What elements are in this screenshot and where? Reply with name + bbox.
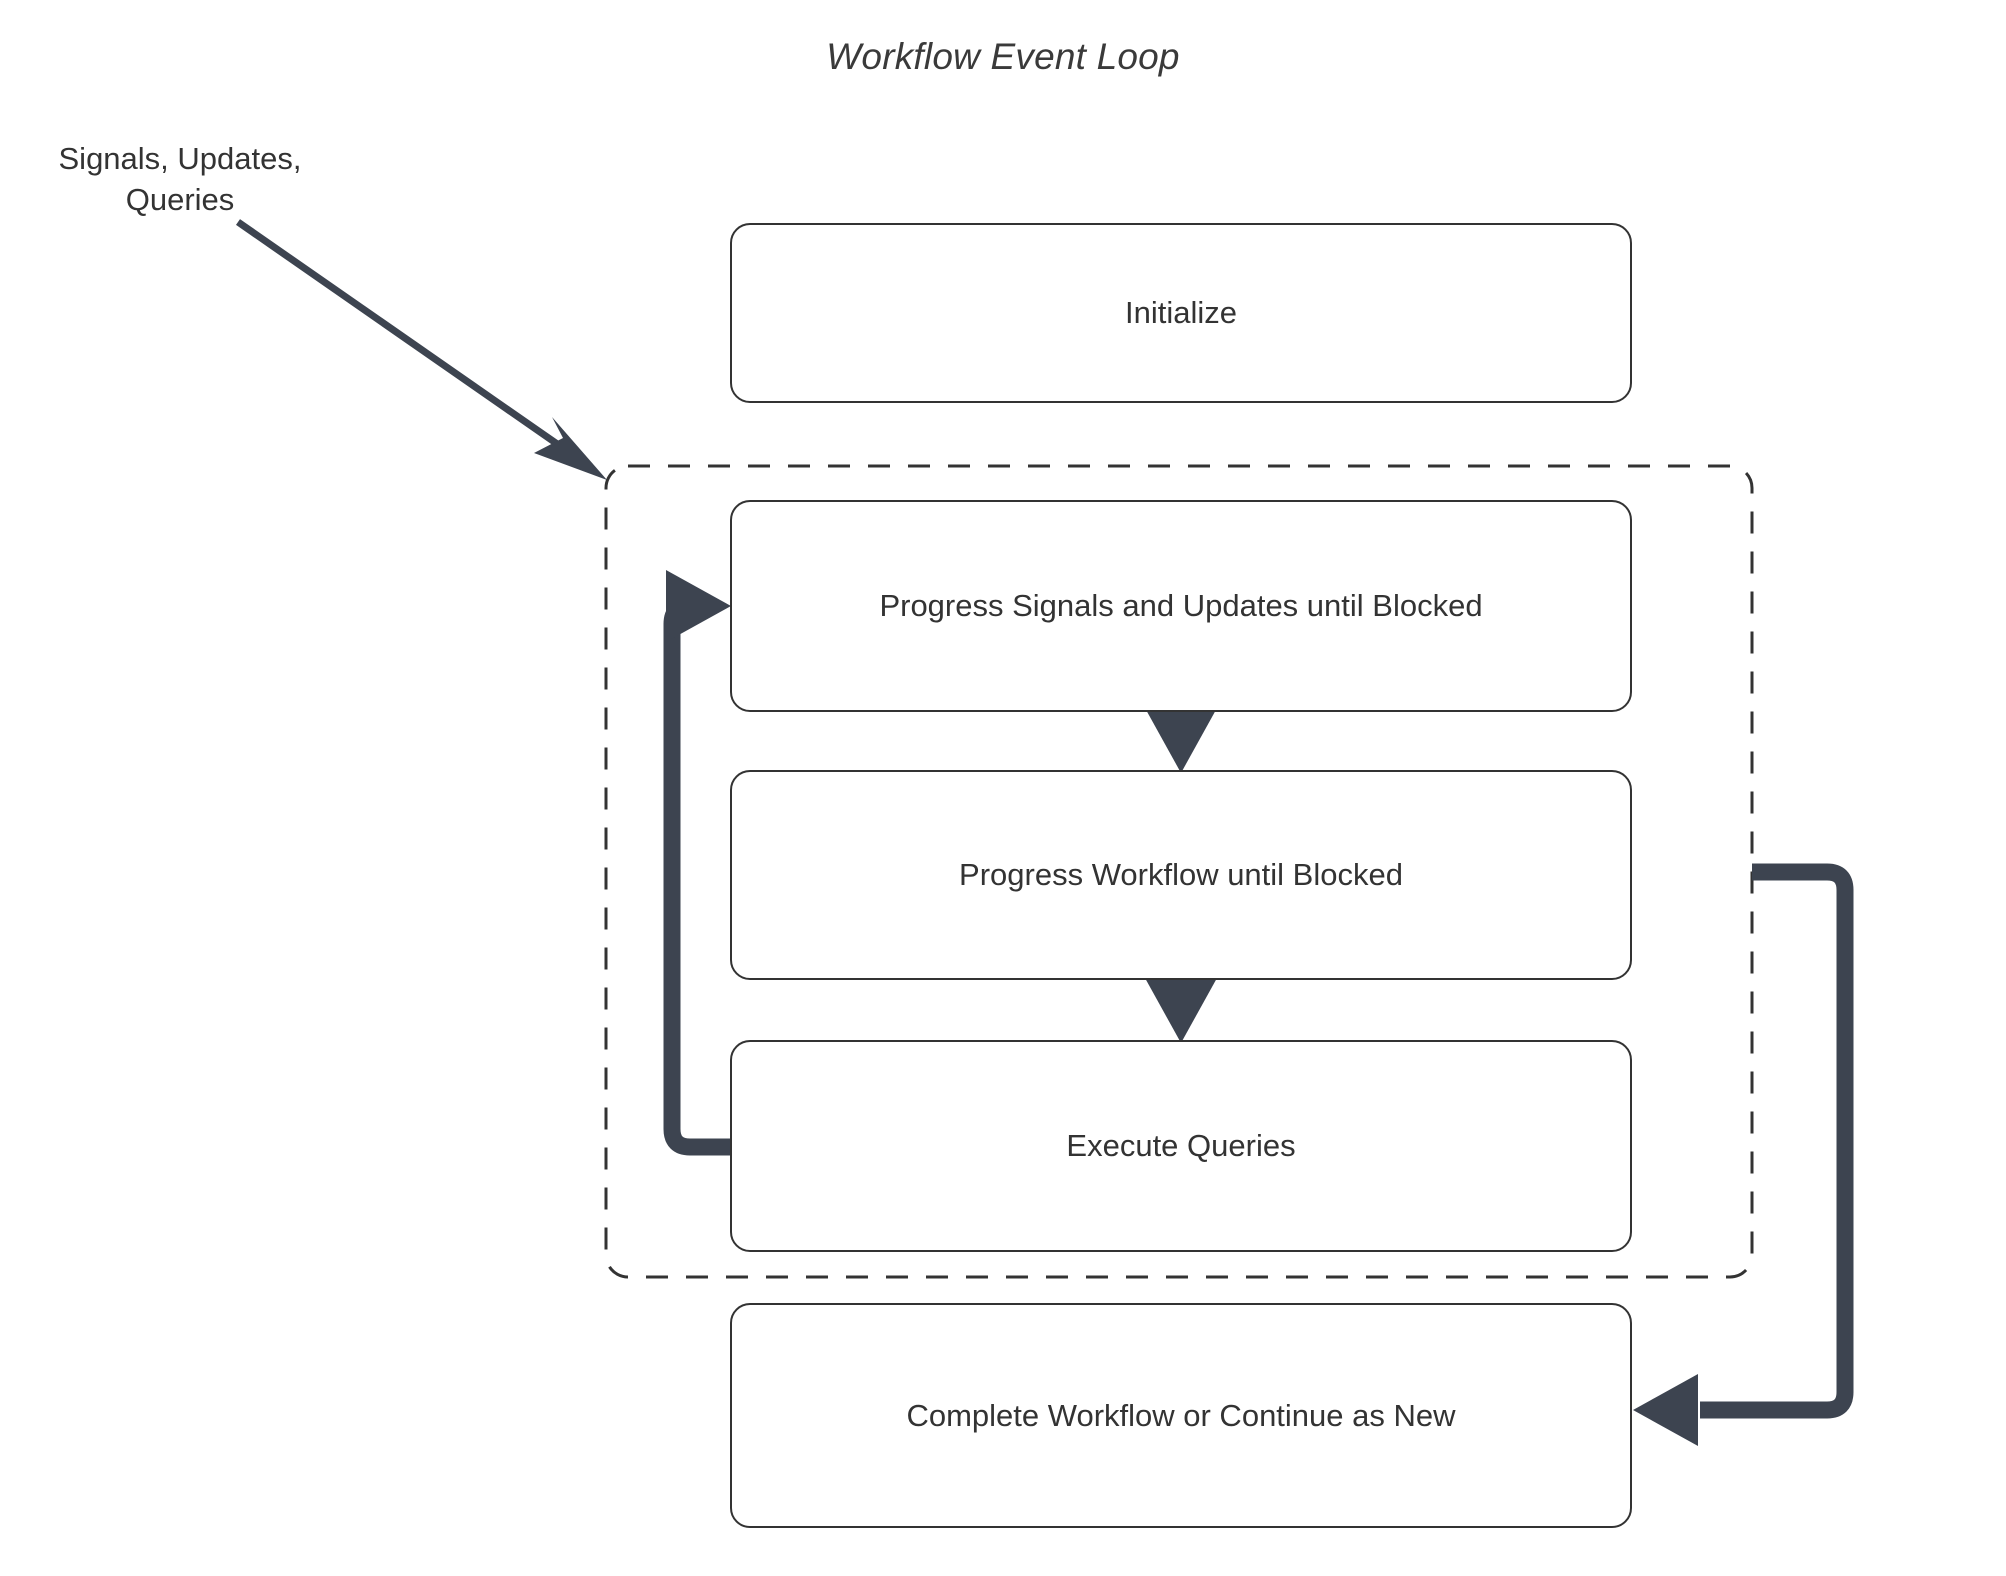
node-progress-workflow[interactable]: Progress Workflow until Blocked [730, 770, 1632, 980]
node-execute-queries[interactable]: Execute Queries [730, 1040, 1632, 1252]
input-arrow [236, 219, 607, 480]
node-progress-signals-and-updates[interactable]: Progress Signals and Updates until Block… [730, 500, 1632, 712]
page-title: Workflow Event Loop [826, 36, 1180, 77]
event-loop-dashed-container [604, 464, 1754, 1279]
node-initialize[interactable]: Initialize [730, 223, 1632, 403]
node-complete-workflow-label: Complete Workflow or Continue as New [906, 1397, 1456, 1433]
node-execute-queries-label: Execute Queries [1066, 1128, 1296, 1163]
input-edge-label-line1: Signals, Updates, [58, 141, 302, 176]
node-complete-workflow[interactable]: Complete Workflow or Continue as New [730, 1303, 1632, 1528]
connector-workflow-to-queries [1145, 978, 1217, 1043]
node-progress-signals-and-updates-label: Progress Signals and Updates until Block… [879, 588, 1483, 623]
input-edge-label-line2: Queries [125, 182, 235, 217]
loop-back-arrow-left [663, 570, 731, 1156]
node-progress-workflow-label: Progress Workflow until Blocked [959, 857, 1403, 892]
connector-signals-to-workflow [1145, 708, 1217, 773]
node-initialize-label: Initialize [1125, 295, 1237, 330]
loop-exit-arrow-right [1633, 863, 1854, 1446]
input-edge-label: Signals, Updates, Queries [20, 138, 340, 220]
